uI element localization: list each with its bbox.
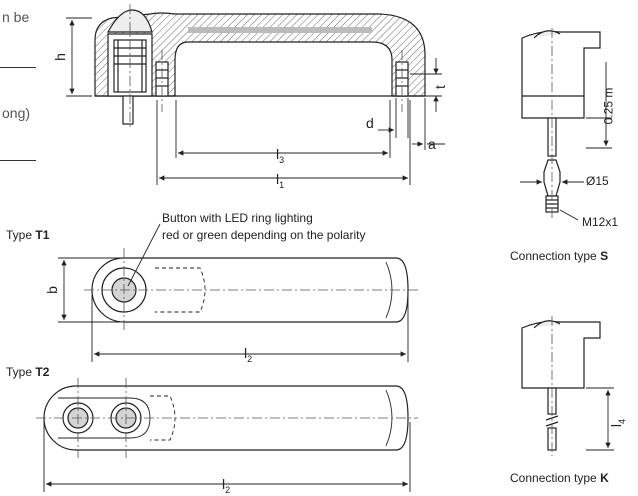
dim-label-a: a	[428, 136, 436, 152]
dim-label-b: b	[43, 286, 60, 294]
annotation-line1: Button with LED ring lighting	[162, 211, 313, 225]
side-section-view	[94, 9, 426, 125]
dim-label-l4: l4	[608, 418, 628, 428]
connection-s-caption: Connection type S	[510, 249, 609, 263]
dim-label-l1: l1	[276, 171, 285, 190]
dim-label-l2-t1: l2	[244, 345, 253, 364]
connection-type-k	[521, 320, 601, 451]
divider-bottom	[0, 160, 36, 161]
dim-label-h: h	[51, 53, 68, 61]
dim-label-l2-t2: l2	[222, 476, 231, 495]
dim-label-d: d	[366, 115, 374, 131]
dim-label-l3: l3	[276, 146, 285, 165]
intro-text-line2: ong)	[2, 105, 31, 121]
type-t2-label: Type T2	[6, 365, 50, 379]
button-cap	[106, 9, 153, 33]
annotation-line2: red or green depending on the polarity	[162, 228, 366, 242]
dim-label-diameter: Ø15	[586, 174, 609, 188]
handle-section	[94, 12, 426, 97]
intro-text-line1: n be	[2, 9, 30, 25]
type-t1-label: Type T1	[6, 228, 50, 242]
dim-label-height: 0.25 m	[601, 87, 616, 125]
dim-label-thread: M12x1	[582, 215, 619, 229]
dim-label-t: t	[431, 85, 448, 89]
connection-k-caption: Connection type K	[510, 471, 609, 485]
divider-top	[0, 67, 36, 68]
